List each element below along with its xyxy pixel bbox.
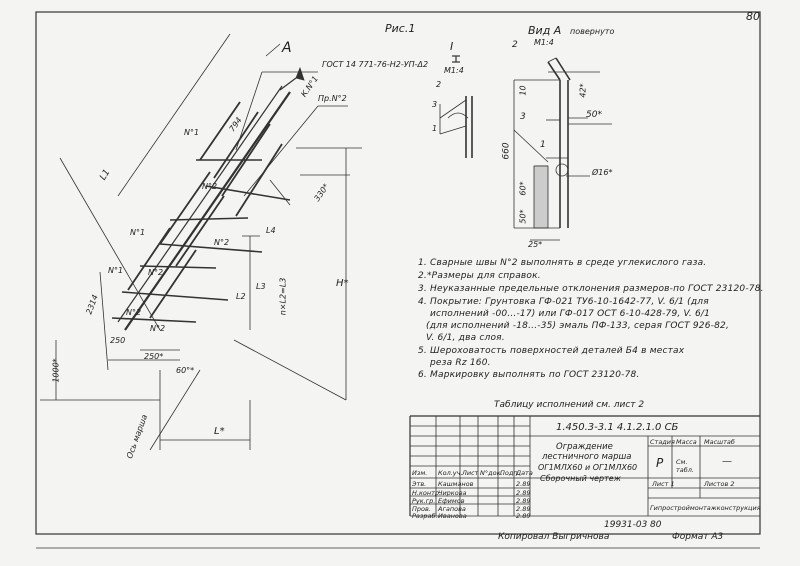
page-number: 80 xyxy=(746,10,760,23)
dim-label: H* xyxy=(336,278,349,289)
sheet-number: Лист 1 xyxy=(652,480,675,488)
header-cell: N°док. xyxy=(480,469,503,477)
scale-header: Масштаб xyxy=(704,438,735,446)
role-label: Пров. xyxy=(412,505,431,513)
dim-label: L3 xyxy=(256,282,266,291)
dim-label: 60°* xyxy=(176,366,195,375)
inventory-number: 19931-03 xyxy=(604,520,648,530)
section-mark: I xyxy=(450,40,454,53)
view-dim: 10 xyxy=(518,85,528,96)
note-line: 2.*Размеры для справок. xyxy=(418,271,541,281)
view-dim: 50* xyxy=(518,209,528,224)
role-name: Чиркова xyxy=(438,489,467,497)
weld-mark: N°2 xyxy=(150,324,166,333)
weld-mark: N°2 xyxy=(148,268,164,277)
mass-value: См. табл. xyxy=(676,458,694,474)
role-date: 2.89 xyxy=(516,512,531,520)
weld-label: Пр.N°2 xyxy=(318,94,347,103)
header-cell: Кол.уч. xyxy=(438,469,463,477)
view-scale: М1:4 xyxy=(534,38,554,47)
note-line: 6. Маркировку выполнять по ГОСТ 23120-78… xyxy=(418,370,640,380)
view-title: Вид А xyxy=(528,24,562,37)
doc-name-line: ОГ1МЛХ60 и ОГ1МЛХ60 xyxy=(538,463,638,472)
doc-name-line: лестничного марша xyxy=(542,452,632,462)
dim-label: 250 xyxy=(110,336,126,345)
paper-format: Формат А3 xyxy=(672,532,724,542)
figure-title: Рис.1 xyxy=(385,22,416,35)
role-date: 2.89 xyxy=(516,505,531,513)
weld-mark: N°2 xyxy=(126,308,142,317)
doc-code: 1.450.3-3.1 4.1.2.1.0 СБ xyxy=(556,422,679,433)
weld-mark: N°2 xyxy=(202,182,218,191)
view-dim: Ø16* xyxy=(592,168,613,177)
view-dim: 660 xyxy=(501,142,512,160)
sheet-count: Листов 2 xyxy=(704,480,735,488)
view-dim: 3 xyxy=(520,112,526,122)
stage-value: Р xyxy=(656,456,664,470)
dim-label: 250* xyxy=(144,352,164,361)
note-line: 4. Покрытие: Грунтовка ГФ-021 ТУ6-10-164… xyxy=(418,297,709,307)
view-dim: 1 xyxy=(540,140,546,150)
role-label: Разраб. xyxy=(412,512,438,520)
note-line: (для исполнений -18...-35) эмаль ПФ-133,… xyxy=(426,321,730,331)
dim-label: L2 xyxy=(236,292,246,301)
dim-label: 1000* xyxy=(51,358,61,383)
footer-sheet-number: 80 xyxy=(650,520,662,530)
weld-mark: N°1 xyxy=(184,128,200,137)
doc-name-line: Сборочный чертеж xyxy=(540,474,621,483)
view-dim: 60* xyxy=(518,181,528,196)
header-cell: Лист xyxy=(462,469,479,477)
role-date: 2.89 xyxy=(516,489,531,497)
view-dim: 2 xyxy=(436,80,442,89)
weld-mark: N°1 xyxy=(130,228,146,237)
view-dim: 2 xyxy=(512,40,518,50)
dim-label: L4 xyxy=(266,226,276,235)
role-name: Кашманов xyxy=(438,480,474,488)
view-dim: 42* xyxy=(578,83,588,98)
view-dim: 1 xyxy=(432,124,438,133)
role-date: 2.89 xyxy=(516,497,531,505)
doc-name-line: Ограждение xyxy=(556,442,613,452)
role-label: Н.контр. xyxy=(412,489,442,497)
gost-weld: ГОСТ 14 771-76-Н2-УП-Δ2 xyxy=(322,60,429,69)
role-date: 2.89 xyxy=(516,480,531,488)
dim-label: L* xyxy=(214,426,225,437)
mass-header: Масса xyxy=(676,438,697,446)
note-line: исполнений -00...-17) или ГФ-017 ОСТ 6-1… xyxy=(430,309,711,319)
view-dim: 25* xyxy=(528,240,543,249)
role-label: Этв. xyxy=(412,480,427,488)
note-line: 5. Шероховатость поверхностей деталей Б4… xyxy=(418,346,685,356)
note-line: реза Rz 160. xyxy=(430,358,491,368)
header-cell: Подп. xyxy=(500,469,520,477)
scale-value: — xyxy=(722,456,732,467)
header-cell: Дата xyxy=(516,469,533,477)
weld-mark: N°2 xyxy=(214,238,230,247)
view-dim: 3 xyxy=(432,100,438,109)
dim-label: n×L2=L3 xyxy=(278,277,288,316)
role-name: Ефимов xyxy=(438,497,465,505)
table-ref: Таблицу исполнений см. лист 2 xyxy=(494,400,645,410)
view-dim: 50* xyxy=(586,110,602,120)
organization: Гипростроймонтажконструкция xyxy=(650,504,761,512)
role-label: Рук.гр. xyxy=(412,497,436,505)
section-scale: М1:4 xyxy=(444,66,464,75)
note-line: 3. Неуказанные предельные отклонения раз… xyxy=(418,284,764,294)
role-name: Иванова xyxy=(438,512,467,520)
note-line: V. 6/1, два слоя. xyxy=(426,333,505,343)
stage-header: Стадия xyxy=(650,438,675,446)
copied-by: Копировал Выгричнова xyxy=(498,532,610,542)
arrow-mark: А xyxy=(282,40,292,56)
role-name: Агапова xyxy=(438,505,466,513)
weld-mark: N°1 xyxy=(108,266,124,275)
view-note: повернуто xyxy=(570,27,615,36)
header-cell: Изм. xyxy=(412,469,428,477)
note-line: 1. Сварные швы N°2 выполнять в среде угл… xyxy=(418,258,707,268)
